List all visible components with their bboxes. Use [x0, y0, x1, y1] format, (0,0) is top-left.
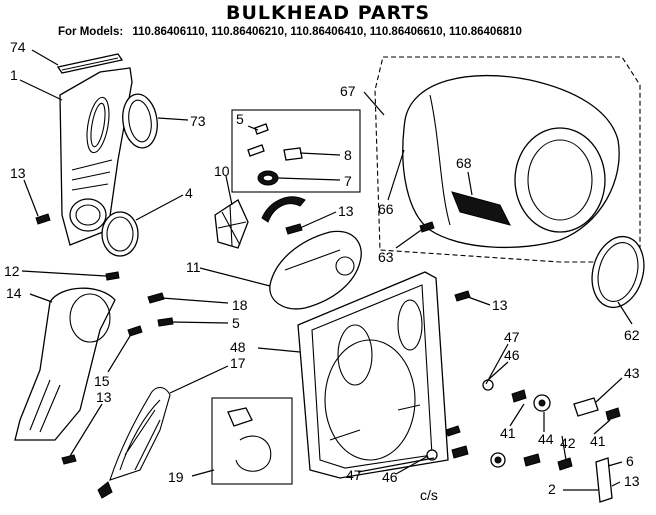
model-list: For Models: 110.86406110, 110.86406210, … — [58, 26, 648, 38]
callout-41: 41 — [500, 425, 516, 441]
part-4-ring — [101, 211, 139, 257]
callout-13: 13 — [338, 203, 354, 219]
part-48-front-bulkhead — [297, 271, 449, 479]
part-17-wire-harness — [97, 386, 171, 499]
callout-18: 18 — [232, 297, 248, 313]
footer-cs: c/s — [420, 487, 438, 503]
callout-5: 5 — [232, 315, 240, 331]
part-11-blower-housing — [261, 196, 362, 310]
callout-4: 4 — [185, 185, 193, 201]
callout-66: 66 — [378, 201, 394, 217]
callout-19: 19 — [168, 469, 184, 485]
callout-44: 44 — [538, 431, 554, 447]
inset-box-wire-parts — [211, 397, 293, 485]
callout-2: 2 — [548, 481, 556, 497]
callout-8: 8 — [344, 147, 352, 163]
model-number: 110.86406110, — [132, 26, 208, 38]
callout-63: 63 — [378, 249, 394, 265]
callout-43: 43 — [624, 365, 640, 381]
hardware-screws — [35, 213, 621, 503]
part-73-gasket — [122, 93, 158, 149]
inset-box-lamp-parts — [231, 109, 361, 193]
callout-46: 46 — [382, 469, 398, 485]
model-number: 110.86406810 — [449, 26, 522, 38]
callout-74: 74 — [10, 39, 26, 55]
model-number: 110.86406210, — [211, 26, 288, 38]
callout-47: 47 — [504, 329, 520, 345]
callout-62: 62 — [624, 327, 640, 343]
callout-48: 48 — [230, 339, 246, 355]
callout-5: 5 — [236, 111, 244, 127]
callout-15: 15 — [94, 373, 110, 389]
callout-13: 13 — [624, 473, 640, 489]
callout-11: 11 — [186, 259, 201, 275]
page-title: BULKHEAD PARTS — [225, 2, 431, 24]
callout-17: 17 — [230, 355, 246, 371]
callout-68: 68 — [456, 155, 472, 171]
part-10-blower-wheel — [214, 199, 249, 249]
part-14-bulkhead-bracket — [14, 287, 116, 441]
callout-41: 41 — [590, 433, 606, 449]
callout-46: 46 — [504, 347, 520, 363]
part-74-bracket — [56, 53, 124, 74]
callout-7: 7 — [344, 173, 352, 189]
model-number: 110.86406610, — [369, 26, 446, 38]
callout-67: 67 — [340, 83, 356, 99]
callout-14: 14 — [6, 285, 22, 301]
callout-13: 13 — [492, 297, 508, 313]
callout-labels: 74 1 73 13 4 10 5 8 7 13 67 68 66 63 11 … — [4, 39, 640, 503]
models-label: For Models: — [58, 26, 124, 38]
callout-1: 1 — [10, 67, 18, 83]
callout-10: 10 — [214, 163, 230, 179]
part-62-front-ring — [591, 235, 645, 309]
part-1-rear-duct — [59, 67, 133, 246]
callout-13: 13 — [10, 165, 26, 181]
callout-12: 12 — [4, 263, 20, 279]
leader-lines — [19, 49, 633, 491]
callout-42: 42 — [560, 435, 576, 451]
callout-47: 47 — [346, 467, 362, 483]
callout-13: 13 — [96, 389, 112, 405]
callout-73: 73 — [190, 113, 206, 129]
part-67-drum — [374, 56, 641, 263]
callout-6: 6 — [626, 453, 634, 469]
model-number: 110.86406410, — [290, 26, 367, 38]
